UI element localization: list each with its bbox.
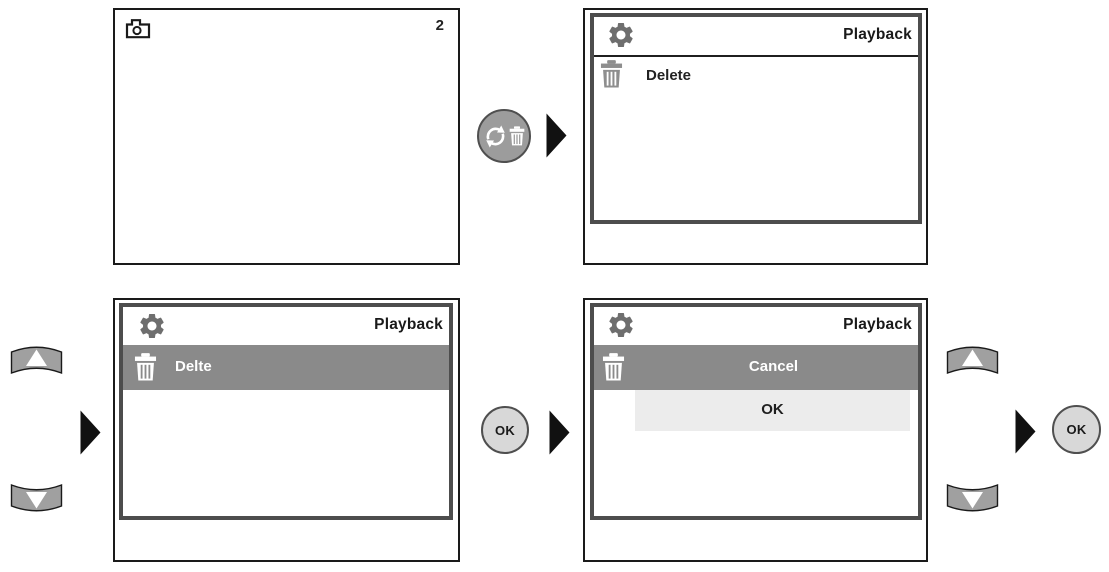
right-arrow-icon (546, 113, 567, 158)
gear-icon (137, 311, 167, 341)
gear-icon (606, 310, 636, 340)
menu-item-label: Delete (646, 67, 692, 84)
menu-item-delete[interactable]: Delete (594, 57, 918, 97)
menu-frame: Playback Delte (119, 303, 453, 520)
right-arrow-icon (549, 410, 570, 455)
rotate-icon (483, 124, 508, 149)
right-arrow-icon (80, 410, 101, 455)
menu-title: Playback (843, 26, 912, 43)
gear-icon (606, 20, 636, 50)
menu-frame: Playback Cancel OK (590, 303, 922, 520)
trash-icon (134, 352, 157, 382)
menu-item-label: Delte (175, 358, 212, 375)
capture-screen: 2 (113, 8, 460, 265)
menu-header: Playback (594, 307, 918, 345)
confirm-option-cancel[interactable]: Cancel (594, 345, 918, 390)
menu-frame: Playback Delete (590, 13, 922, 224)
playback-menu-screen: Playback Delete (583, 8, 928, 265)
trash-icon (600, 60, 623, 88)
confirm-option-ok[interactable]: OK (635, 390, 910, 431)
menu-title: Playback (374, 316, 443, 333)
trash-icon (602, 352, 625, 382)
ok-button-label: OK (1066, 422, 1087, 437)
menu-item-delete-selected[interactable]: Delte (123, 345, 449, 390)
delete-confirm-screen: Playback Cancel OK (583, 298, 928, 562)
ok-button[interactable]: OK (481, 406, 529, 454)
camera-icon (125, 18, 151, 39)
ok-button-label: OK (494, 422, 516, 438)
photo-count: 2 (435, 17, 444, 34)
ok-button[interactable]: OK (1052, 405, 1101, 454)
menu-header: Playback (123, 307, 449, 345)
right-arrow-icon (1015, 409, 1036, 454)
menu-title: Playback (843, 316, 912, 333)
up-arrow-button[interactable] (10, 341, 63, 375)
playback-menu-selected-screen: Playback Delte (113, 298, 460, 562)
trash-icon (509, 126, 525, 146)
menu-header: Playback (594, 17, 918, 57)
down-arrow-button[interactable] (946, 483, 999, 517)
cancel-option-label: Cancel (748, 358, 799, 375)
down-arrow-button[interactable] (10, 483, 63, 517)
ok-option-label: OK (761, 401, 784, 418)
mode-delete-button[interactable] (477, 109, 531, 163)
up-arrow-button[interactable] (946, 341, 999, 375)
